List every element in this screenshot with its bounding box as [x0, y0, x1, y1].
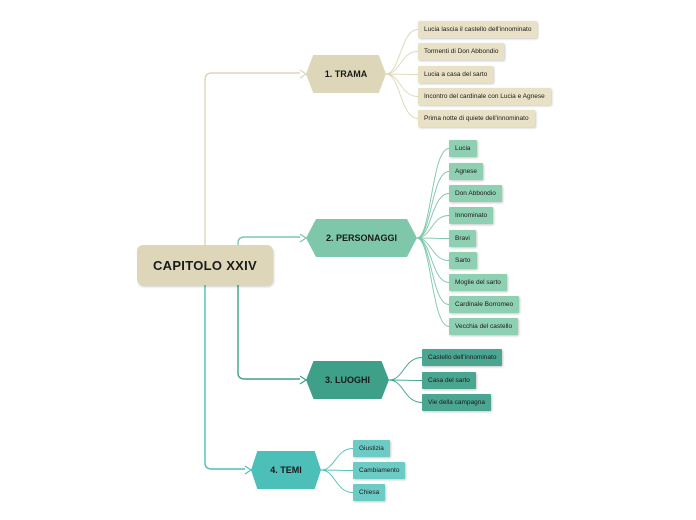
leaf-topic[interactable]: Prima notte di quiete dell'innominato [418, 110, 535, 127]
leaf-topic[interactable]: Giustizia [353, 440, 390, 457]
root-node[interactable]: CAPITOLO XXIV [137, 245, 273, 285]
leaf-topic[interactable]: Lucia a casa del sarto [418, 66, 494, 83]
leaf-topic[interactable]: Agnese [449, 163, 484, 180]
leaf-connector [416, 237, 450, 305]
leaf-connector [388, 379, 423, 381]
root-label: CAPITOLO XXIV [152, 257, 258, 273]
leaf-topic[interactable]: Cambiamento [353, 462, 406, 479]
branch-label: 1. TRAMA [324, 69, 368, 79]
leaf-connector [320, 469, 354, 493]
leaf-topic[interactable]: Casa del sarto [422, 372, 476, 389]
branch-temi[interactable]: 4. TEMI [251, 451, 321, 489]
leaf-connector [416, 148, 450, 239]
leaf-topic[interactable]: Chiesa [353, 484, 386, 501]
root-connector [299, 375, 308, 385]
branch-luoghi[interactable]: 3. LUOGHI [306, 361, 389, 399]
leaf-connector [385, 51, 419, 75]
root-connector [204, 72, 300, 245]
leaf-connector [385, 73, 419, 97]
branch-label: 2. PERSONAGGI [325, 233, 397, 243]
leaf-topic[interactable]: Vecchia del castello [449, 318, 519, 335]
leaf-topic[interactable]: Don Abbondio [449, 185, 502, 202]
leaf-connector [385, 29, 419, 75]
root-connector [204, 285, 245, 470]
leaf-connector [388, 357, 423, 381]
leaf-topic[interactable]: Moglie del sarto [449, 274, 507, 291]
leaf-connector [388, 379, 423, 403]
leaf-connector [320, 448, 354, 471]
leaf-topic[interactable]: Sarto [449, 252, 477, 269]
branch-personaggi[interactable]: 2. PERSONAGGI [306, 219, 417, 257]
leaf-topic[interactable]: Innominato [449, 207, 494, 224]
leaf-connector [416, 237, 450, 327]
leaf-connector [416, 237, 450, 239]
root-connector [299, 233, 308, 243]
root-connector [244, 465, 253, 475]
branch-label: 4. TEMI [270, 465, 302, 475]
branch-trama[interactable]: 1. TRAMA [306, 55, 386, 93]
leaf-connector [416, 171, 450, 239]
leaf-topic[interactable]: Bravi [449, 230, 476, 247]
root-connector [299, 69, 308, 79]
root-connector [237, 236, 300, 245]
leaf-topic[interactable]: Tormenti di Don Abbondio [418, 43, 505, 60]
leaf-topic[interactable]: Incontro del cardinale con Lucia e Agnes… [418, 88, 551, 105]
leaf-topic[interactable]: Lucia lascia il castello dell'innominato [418, 21, 538, 38]
leaf-connector [416, 193, 450, 239]
leaf-topic[interactable]: Castello dell'innominato [422, 349, 503, 366]
leaf-connector [385, 73, 419, 75]
branch-label: 3. LUOGHI [324, 375, 370, 385]
leaf-connector [416, 215, 450, 239]
leaf-topic[interactable]: Cardinale Borromeo [449, 296, 520, 313]
leaf-topic[interactable]: Lucia [449, 140, 477, 157]
root-connector [237, 285, 300, 380]
leaf-topic[interactable]: Vie della campagna [422, 394, 491, 411]
leaf-connector [385, 73, 419, 119]
leaf-connector [320, 469, 354, 471]
